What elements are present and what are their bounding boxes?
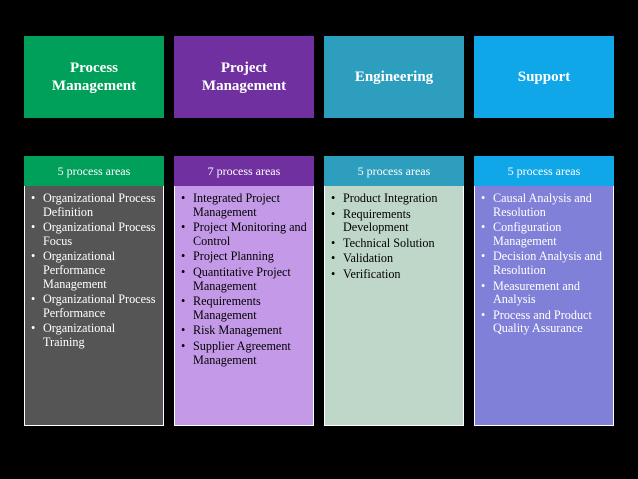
process-area-item: • Project Monitoring and Control — [181, 220, 309, 248]
header-title: Process Management — [51, 60, 137, 94]
header-box: Process Management — [24, 36, 164, 118]
header-title: Engineering — [354, 69, 434, 85]
process-area-item: • Integrated Project Management — [181, 191, 309, 219]
process-area-item: • Quantitative Project Management — [181, 264, 309, 293]
process-area-label: Process and Product Quality Assurance — [493, 307, 592, 336]
bullet-icon: • — [481, 249, 486, 264]
process-area-label: Product Integration — [343, 191, 438, 205]
process-area-label: Organizational Process Performance — [43, 292, 156, 320]
process-area-list-box: • Causal Analysis and Resolution • Configur… — [474, 186, 614, 426]
bullet-icon: • — [31, 321, 36, 336]
process-area-item: • Technical Solution — [331, 235, 459, 251]
process-area-label: Configuration Management — [493, 220, 562, 248]
process-area-label: Measurement and Analysis — [493, 278, 580, 307]
count-label: 5 process areas — [357, 163, 431, 178]
count-box: 5 process areas — [324, 156, 464, 186]
process-area-label: Organizational Process Definition — [43, 191, 156, 219]
process-area-label: Project Planning — [193, 249, 274, 264]
bullet-icon: • — [181, 294, 186, 309]
bullet-icon: • — [181, 249, 186, 264]
bullet-icon: • — [331, 251, 336, 266]
count-label: 7 process areas — [207, 163, 281, 178]
header-title: Support — [517, 69, 571, 85]
bullet-icon: • — [31, 249, 36, 264]
count-box: 7 process areas — [174, 156, 314, 186]
bullet-icon: • — [481, 220, 486, 235]
bullet-icon: • — [481, 278, 486, 293]
bullet-icon: • — [331, 206, 336, 221]
process-area-label: Project Monitoring and Control — [193, 220, 307, 248]
process-area-list: • Integrated Project Management • Project M… — [181, 191, 309, 367]
process-area-item: • Supplier Agreement Management — [181, 338, 309, 367]
process-area-item: • Configuration Management — [481, 220, 609, 248]
process-area-label: Decision Analysis and Resolution — [493, 249, 602, 277]
count-label: 5 process areas — [57, 163, 131, 178]
process-area-item: • Project Planning — [181, 250, 309, 264]
process-area-item: • Organizational Training — [31, 322, 159, 349]
count-label: 5 process areas — [507, 163, 581, 178]
process-area-label: Technical Solution — [343, 235, 435, 250]
header-box: Support — [474, 36, 614, 118]
process-area-item: • Requirements Development — [331, 206, 459, 235]
process-area-list: • Causal Analysis and Resolution • Configur… — [481, 191, 609, 336]
process-area-label: Requirements Management — [193, 294, 261, 322]
bullet-icon: • — [331, 235, 336, 250]
process-area-item: • Organizational Process Performance — [31, 292, 159, 320]
process-area-label: Validation — [343, 251, 394, 266]
process-area-item: • Requirements Management — [181, 294, 309, 322]
bullet-icon: • — [181, 191, 186, 205]
header-box: Project Management — [174, 36, 314, 118]
bullet-icon: • — [31, 191, 36, 205]
process-area-item: • Organizational Process Focus — [31, 220, 159, 248]
bullet-icon: • — [331, 191, 336, 205]
process-area-list: • Product Integration • Requirements Develo… — [331, 191, 459, 282]
process-area-label: Causal Analysis and Resolution — [493, 191, 592, 219]
bullet-icon: • — [481, 191, 486, 205]
count-box: 5 process areas — [474, 156, 614, 186]
process-area-label: Organizational Training — [43, 321, 116, 349]
bullet-icon: • — [481, 307, 486, 322]
process-area-item: • Risk Management — [181, 324, 309, 338]
bullet-icon: • — [331, 266, 336, 281]
process-area-list: • Organizational Process Definition • Organ… — [31, 191, 159, 350]
process-area-item: • Measurement and Analysis — [481, 278, 609, 307]
process-area-label: Quantitative Project Management — [193, 264, 291, 293]
bullet-icon: • — [181, 264, 186, 279]
process-area-list-box: • Product Integration • Requirements Develo… — [324, 186, 464, 426]
header-title: Project Management — [201, 60, 287, 94]
process-area-item: • Organizational Process Definition — [31, 191, 159, 219]
process-area-item: • Decision Analysis and Resolution — [481, 250, 609, 277]
header-box: Engineering — [324, 36, 464, 118]
process-area-label: Verification — [343, 266, 401, 281]
bullet-icon: • — [31, 292, 36, 307]
process-area-item: • Organizational Performance Management — [31, 250, 159, 291]
process-area-item: • Validation — [331, 252, 459, 266]
process-area-item: • Product Integration — [331, 191, 459, 206]
process-area-label: Risk Management — [193, 323, 283, 338]
count-box: 5 process areas — [24, 156, 164, 186]
process-area-label: Integrated Project Management — [193, 191, 280, 219]
process-area-label: Organizational Performance Management — [43, 249, 116, 291]
process-area-label: Requirements Development — [343, 206, 411, 235]
process-area-list-box: • Integrated Project Management • Project M… — [174, 186, 314, 426]
process-area-label: Supplier Agreement Management — [193, 338, 291, 367]
process-area-item: • Process and Product Quality Assurance — [481, 307, 609, 336]
bullet-icon: • — [181, 338, 186, 353]
bullet-icon: • — [181, 220, 186, 235]
process-area-item: • Causal Analysis and Resolution — [481, 191, 609, 219]
process-area-list-box: • Organizational Process Definition • Organ… — [24, 186, 164, 426]
bullet-icon: • — [181, 323, 186, 338]
bullet-icon: • — [31, 220, 36, 235]
process-area-label: Organizational Process Focus — [43, 220, 156, 248]
process-area-item: • Verification — [331, 266, 459, 282]
